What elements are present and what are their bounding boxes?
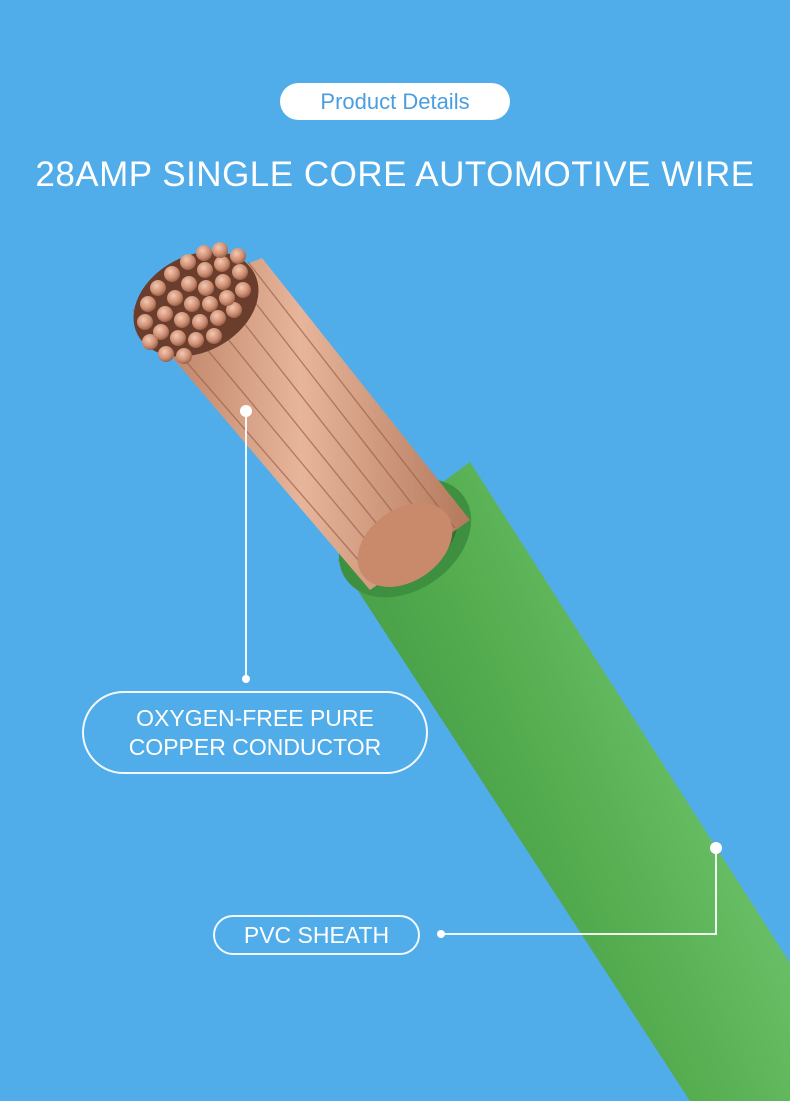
product-details-badge-label: Product Details <box>320 88 470 114</box>
conductor-callout: OXYGEN-FREE PURE COPPER CONDUCTOR <box>82 691 428 774</box>
wire-body <box>132 242 790 1101</box>
conductor-leader-end-dot <box>242 675 250 683</box>
sheath-leader-end-dot <box>437 930 445 938</box>
sheath-leader-horizontal <box>442 933 717 935</box>
product-details-badge: Product Details <box>280 83 510 120</box>
conductor-callout-line1: OXYGEN-FREE PURE <box>136 704 374 731</box>
strand-ends <box>137 242 251 364</box>
conductor-leader-line <box>245 416 247 678</box>
pvc-sheath-shape <box>338 462 790 1101</box>
sheath-marker-dot <box>710 842 722 854</box>
sheath-callout: PVC SHEATH <box>213 915 420 955</box>
bundle-base <box>357 503 453 587</box>
conductor-marker-dot <box>240 405 252 417</box>
sheath-leader-vertical <box>715 852 717 934</box>
page-title: 28AMP SINGLE CORE AUTOMOTIVE WIRE <box>35 155 755 194</box>
conductor-callout-line2: COPPER CONDUCTOR <box>128 733 382 760</box>
sheath-callout-label: PVC SHEATH <box>243 921 390 948</box>
